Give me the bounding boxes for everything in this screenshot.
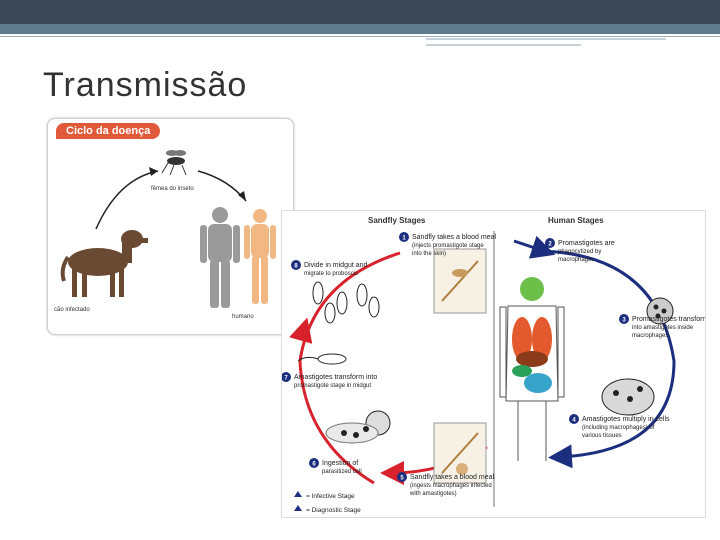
arrowhead [149,167,158,176]
slide-title: Transmissão [43,66,248,104]
sandfly-stages-header: Sandfly Stages [368,216,426,225]
dog-icon [60,230,148,297]
human-label: humano [232,314,254,320]
legend-infective-text: = Infective Stage [306,493,355,500]
step-number: 5 [400,476,404,482]
step-text-line: Divide in midgut and [304,262,368,269]
human-stages-header: Human Stages [548,216,604,225]
legend-diagnostic-text: = Diagnostic Stage [306,507,361,514]
step-text-line: with amastigotes) [409,491,457,497]
header-accent-line [426,38,666,40]
human-female-icon [244,209,276,304]
step-text-line: phagocytized by [558,249,601,255]
sandfly-feeding-image [433,248,487,314]
step-text-line: into amastigotes inside [632,325,694,331]
arrowhead-red [289,317,313,344]
step-6: 6 Ingestion of parasitized cell [309,458,362,475]
arrowhead [238,191,246,201]
step-text-line: parasitized cell [322,469,362,475]
step-text-line: Promastigotes transform [632,316,705,323]
disease-cycle-heading: Ciclo da doença [56,123,161,139]
sandfly-icon [161,150,187,176]
step-badge [619,314,629,324]
step-text-line: into the skin) [412,251,446,257]
step-text-line: (including macrophages) of [582,425,655,431]
human-body-icon [499,277,565,461]
promastigote-stage7 [297,353,347,365]
header-accent-line-short [426,44,581,46]
step-number: 2 [548,242,552,248]
step-4: 4 Amastigotes multiply in cells (including… [569,414,670,439]
step-number: 4 [572,418,576,424]
human-male-icon [200,207,240,308]
step-badge [399,232,409,242]
step-text-line: (ingests macrophages infected [410,483,492,489]
step-text-line: migrate to proboscis [304,271,358,277]
step-text-line: macrophages [558,257,594,263]
step-number: 7 [284,376,288,382]
disease-cycle-illustration: fêmea do inseto cão infectado [54,150,276,320]
step-number: 8 [294,264,298,270]
mosquito-label: fêmea do inseto [151,186,194,192]
arrowhead-blue [513,235,556,259]
step-badge [545,238,555,248]
step-8: 8 Divide in midgut and migrate to probosci… [291,260,368,277]
step-badge [397,472,407,482]
step-5: 5 Sandfly takes a blood meal (ingests macr… [397,472,494,497]
step-text-line: Amastigotes multiply in cells [582,416,670,423]
step-7: 7 Amastigotes transform into promastigote … [282,372,377,389]
cycle-arrow-fly-to-human [197,170,247,202]
step-text-line: (injects promastigote stage [412,243,484,249]
step-number: 1 [402,236,406,242]
lifecycle-panel: Sandfly Stages Human Stages [281,210,706,518]
step-text-line: Promastigotes are [558,240,615,247]
step-text-line: macrophages [632,333,668,339]
step-badge [309,458,319,468]
step-text-line: various tissues [582,433,622,439]
step-badge [569,414,579,424]
sandfly-ingesting-image [433,422,487,484]
step-text-line: Sandfly takes a blood meal [412,234,496,241]
header-band-accent [0,24,720,34]
step-2: 2 Promastigotes are phagocytized by macroph… [545,238,615,263]
disease-cycle-panel: Ciclo da doença fêmea do inseto [47,118,294,335]
legend-diagnostic: = Diagnostic Stage [294,505,361,514]
sandfly-cycle-arrow [298,251,401,485]
header-band [0,0,720,24]
step-number: 3 [622,318,626,324]
header-divider [0,36,720,37]
tissue-stage4 [601,378,655,416]
step-badge [282,372,291,382]
macrophage-stage3 [646,297,674,325]
step-text-line: Sandfly takes a blood meal [410,474,494,481]
step-1: 1 Sandfly takes a blood meal (injects prom… [399,232,496,257]
legend-infective: = Infective Stage [294,491,355,500]
lifecycle-diagram: Sandfly Stages Human Stages [282,216,705,514]
parasitized-cells [325,410,391,444]
dog-label: cão infectado [54,307,90,313]
cycle-arrow-dog-to-fly [95,170,159,230]
step-text-line: promastigote stage in midgut [294,383,371,389]
step-3: 3 Promastigotes transform into amastigotes… [619,314,705,339]
step-badge [291,260,301,270]
step-text-line: Ingestion of [322,460,358,467]
promastigote-cluster [312,281,380,324]
step-number: 6 [312,462,316,468]
step-text-line: Amastigotes transform into [294,374,377,381]
human-cycle-arrow [533,249,676,469]
